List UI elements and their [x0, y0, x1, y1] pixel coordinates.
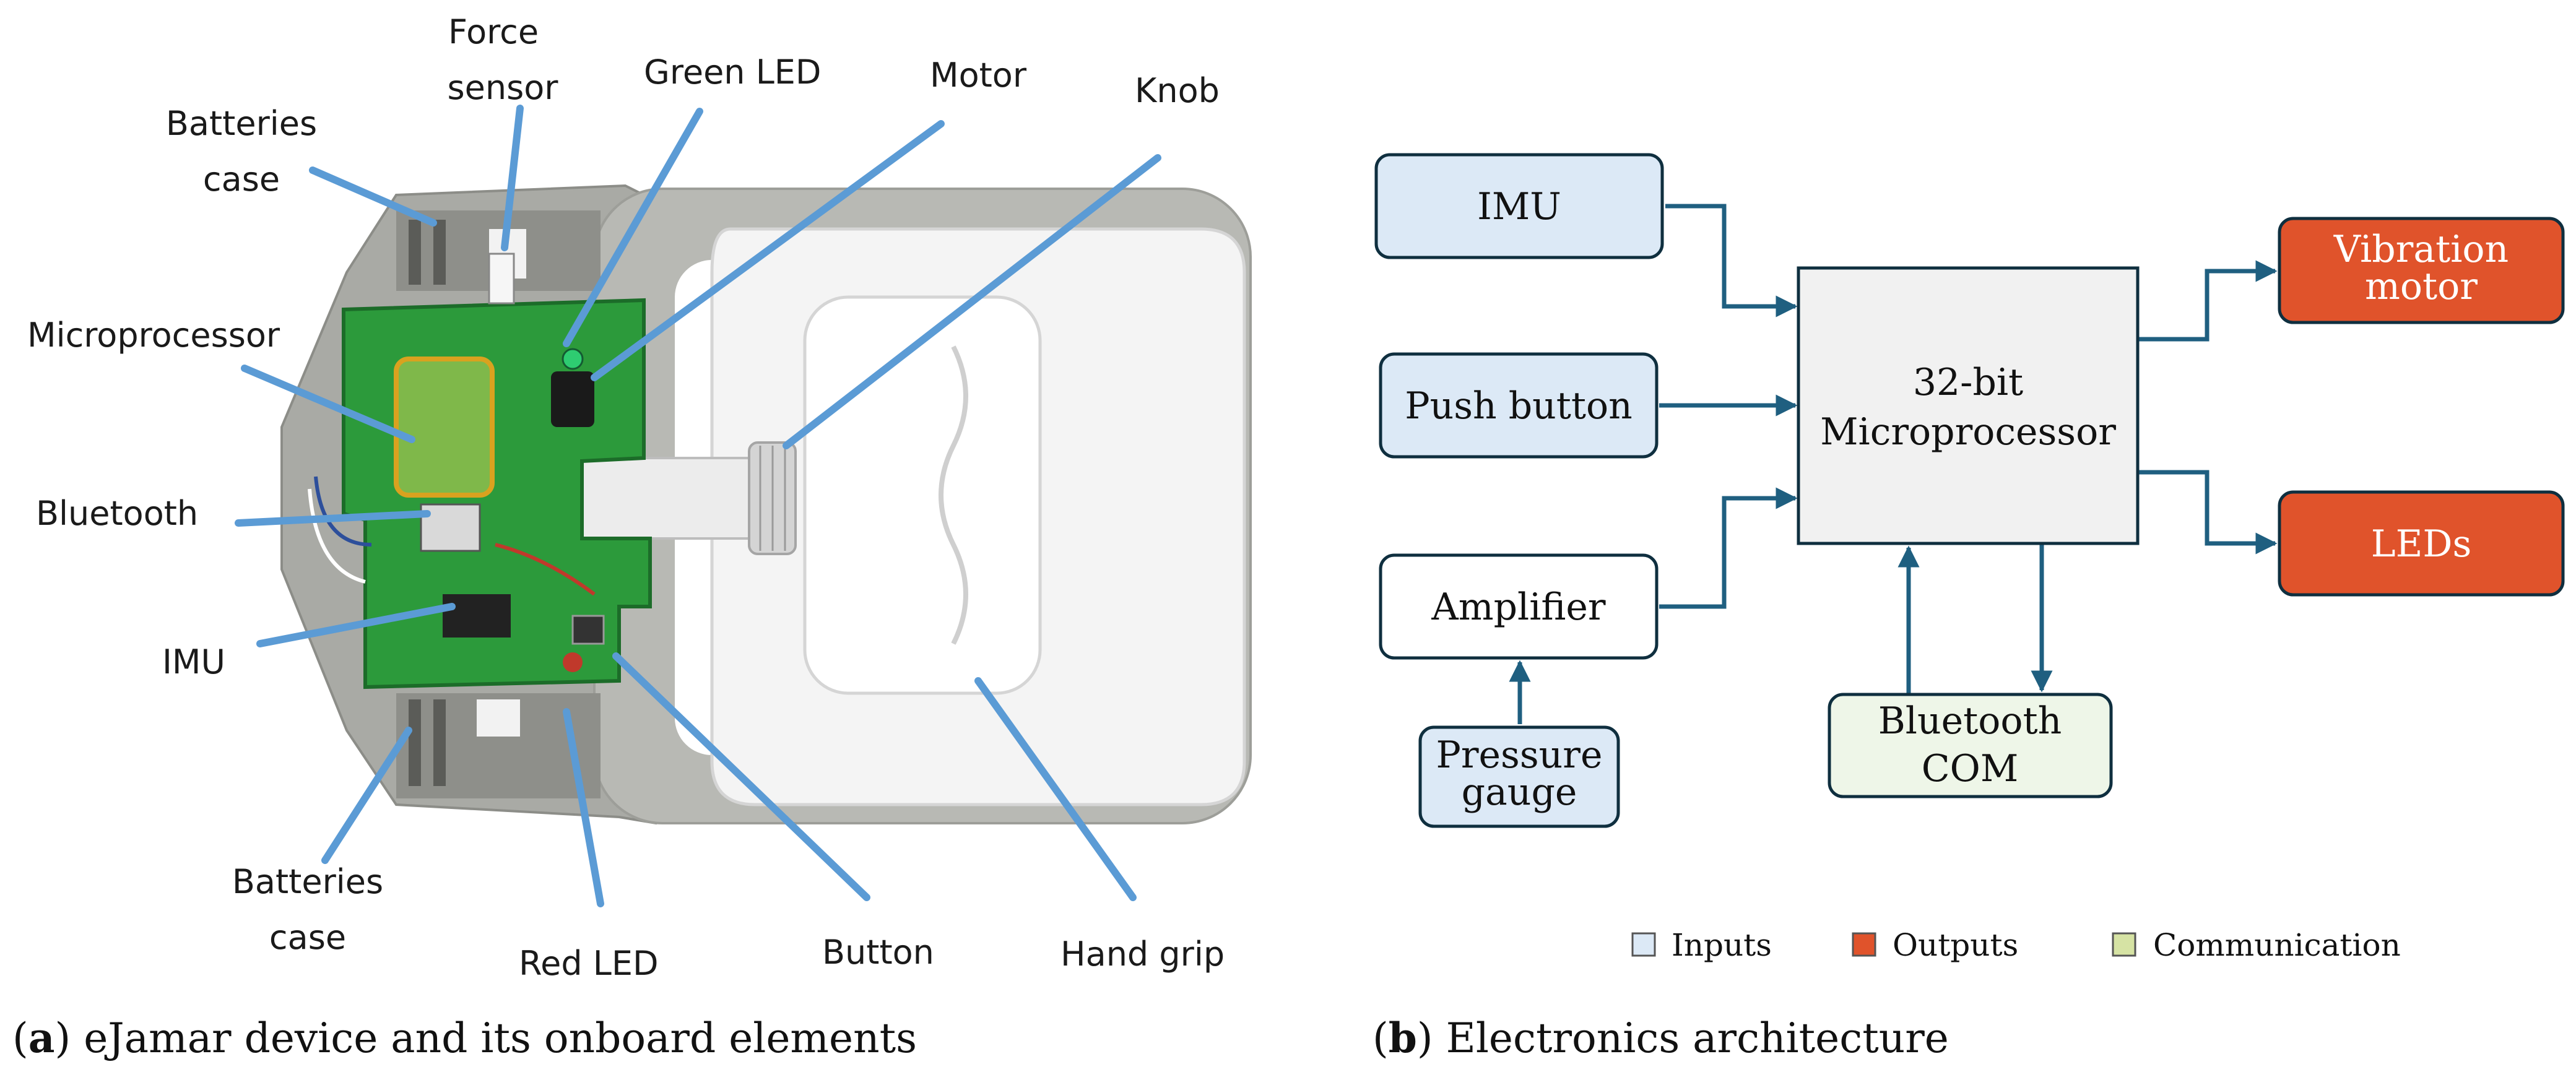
box-vibration-motor-label-2: motor	[2365, 265, 2478, 308]
button-component	[571, 615, 605, 645]
box-amplifier: Amplifier	[1379, 553, 1659, 660]
device-illustration	[280, 184, 1252, 825]
label-force-sensor-1: Force	[448, 12, 539, 51]
legend: Inputs Outputs Communication	[1631, 927, 2401, 963]
box-vibration-motor-label-1: Vibration	[2333, 228, 2509, 271]
box-leds-label: LEDs	[2371, 522, 2472, 566]
box-leds: LEDs	[2278, 490, 2565, 597]
legend-swatch-inputs	[1631, 932, 1656, 957]
shaft	[556, 457, 763, 540]
box-push-button: Push button	[1379, 352, 1659, 459]
box-pressure-gauge: Pressure gauge	[1418, 725, 1620, 828]
bluetooth-module	[420, 503, 481, 552]
label-green-led: Green LED	[644, 53, 821, 92]
box-microprocessor-label-1: 32-bit	[1913, 361, 2023, 404]
box-amplifier-label: Amplifier	[1431, 586, 1606, 629]
green-led-component	[562, 348, 584, 370]
microprocessor-chip	[394, 357, 495, 498]
caption-a: (a) eJamar device and its onboard elemen…	[12, 1014, 917, 1062]
legend-swatch-outputs	[1852, 932, 1876, 957]
label-button: Button	[822, 933, 934, 972]
box-push-button-label: Push button	[1405, 384, 1633, 428]
label-hand-grip: Hand grip	[1060, 935, 1225, 974]
label-batteries-case-top-1: Batteries	[166, 104, 317, 143]
architecture-boxes: IMU Push button Amplifier Pressure gauge…	[1374, 153, 2565, 828]
callout-lines	[235, 105, 1161, 907]
caption-b: (b) Electronics architecture	[1373, 1014, 1949, 1062]
callout-labels: Batteries case Force sensor Green LED Mo…	[27, 12, 1225, 983]
label-motor: Motor	[930, 56, 1027, 95]
arrow-mcu-to-vibration	[2139, 260, 2278, 342]
label-bluetooth: Bluetooth	[36, 494, 198, 533]
label-batteries-case-bottom-1: Batteries	[232, 862, 383, 901]
box-microprocessor: 32-bit Microprocessor	[1797, 266, 2140, 545]
box-pressure-gauge-label-1: Pressure	[1436, 733, 1603, 777]
box-bluetooth-com-label-1: Bluetooth	[1878, 699, 2062, 743]
legend-item-communication: Communication	[2112, 927, 2401, 963]
arrow-mcu-to-leds	[2139, 470, 2278, 555]
label-imu: IMU	[162, 642, 225, 681]
label-force-sensor-2: sensor	[448, 68, 559, 107]
legend-label-communication: Communication	[2153, 927, 2401, 963]
legend-swatch-communication	[2112, 932, 2136, 957]
box-bluetooth-com-label-2: COM	[1922, 747, 2019, 790]
box-imu: IMU	[1374, 153, 1664, 259]
label-microprocessor: Microprocessor	[27, 316, 280, 355]
imu-chip	[443, 594, 511, 638]
box-pressure-gauge-label-2: gauge	[1462, 771, 1577, 814]
arrow-amplifier-to-mcu	[1659, 487, 1798, 609]
architecture-arrows	[1509, 204, 2278, 724]
label-red-led: Red LED	[519, 944, 659, 983]
label-batteries-case-top-2: case	[203, 160, 280, 199]
label-knob: Knob	[1135, 71, 1220, 110]
legend-label-outputs: Outputs	[1893, 927, 2018, 963]
legend-item-inputs: Inputs	[1631, 927, 1772, 963]
red-led-component	[563, 652, 583, 672]
legend-item-outputs: Outputs	[1852, 927, 2018, 963]
label-batteries-case-bottom-2: case	[269, 918, 346, 957]
box-bluetooth-com: Bluetooth COM	[1828, 693, 2113, 798]
motor-component	[551, 371, 594, 427]
force-sensor-component	[488, 253, 515, 305]
box-vibration-motor: Vibration motor	[2278, 217, 2565, 324]
arrow-imu-to-mcu	[1665, 204, 1798, 318]
box-imu-label: IMU	[1477, 185, 1561, 228]
box-microprocessor-label-2: Microprocessor	[1820, 410, 2116, 454]
legend-label-inputs: Inputs	[1672, 927, 1772, 963]
